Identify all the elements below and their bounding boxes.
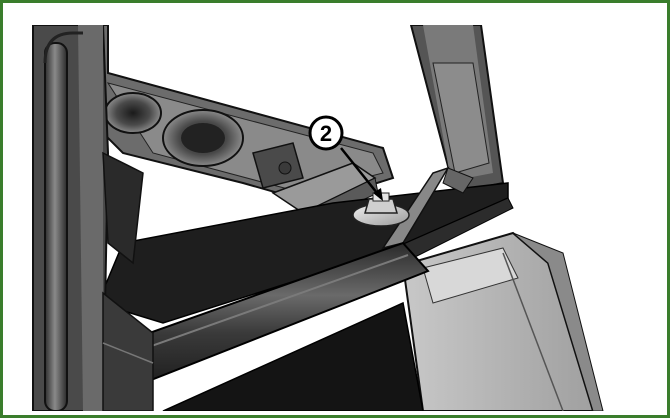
bolt-and-washer (352, 192, 410, 227)
callout-leader (340, 147, 383, 201)
equipment-illustration: 2 (13, 25, 663, 411)
upper-housing (81, 25, 395, 205)
callout-marker: 2 (308, 115, 344, 151)
handle-bar (43, 31, 83, 411)
right-upright-post (409, 25, 505, 195)
angle-bracket (381, 166, 474, 250)
callout-number: 2 (320, 121, 332, 146)
machine-drawing: 2 (13, 25, 663, 411)
lower-right-panel (401, 231, 604, 411)
cup-left (104, 92, 162, 134)
roller-bar (91, 241, 430, 411)
